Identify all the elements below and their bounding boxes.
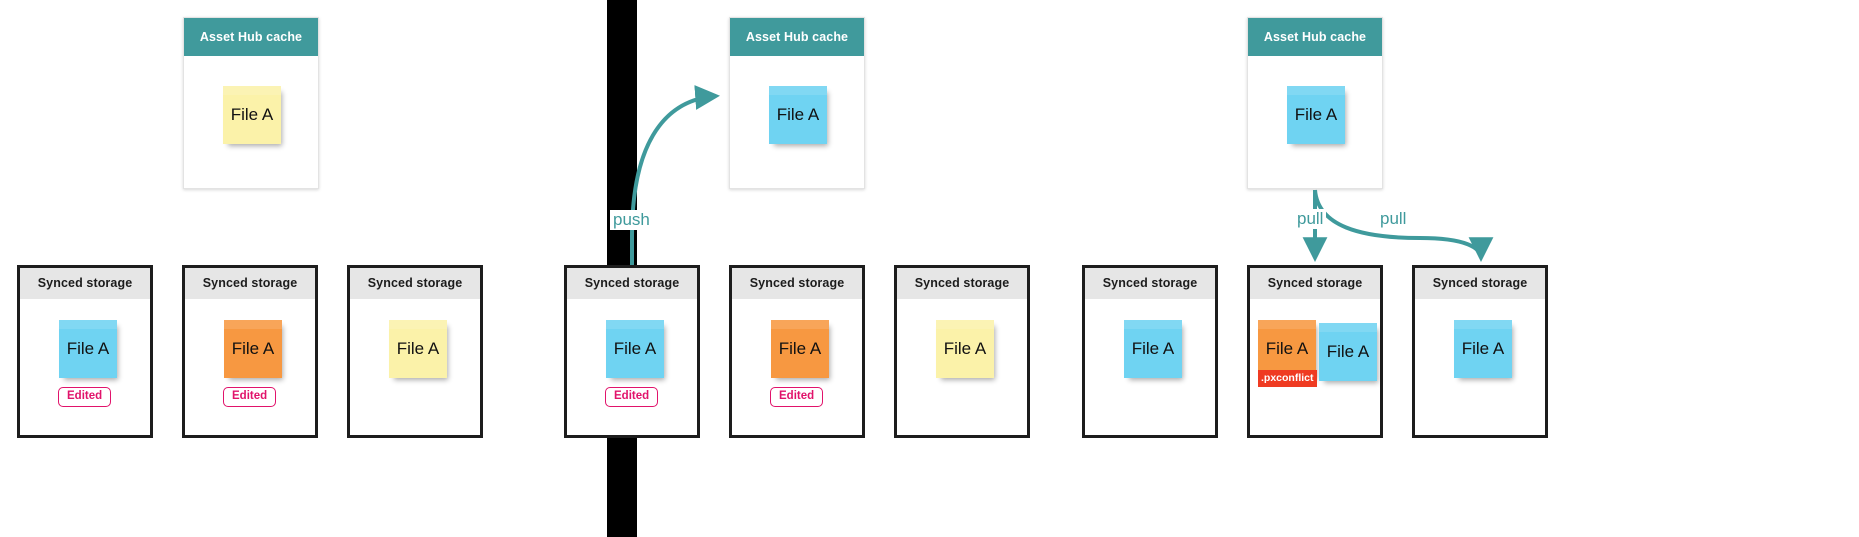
synced-storage-title: Synced storage — [1250, 268, 1380, 299]
synced-storage-card-1a: Synced storage File A Edited — [17, 265, 153, 438]
asset-hub-cache-card-3: Asset Hub cache File A — [1247, 17, 1383, 189]
sticky-note-file-a: File A — [223, 86, 281, 144]
status-badge-edited: Edited — [58, 387, 112, 407]
asset-hub-cache-body-1: File A — [184, 56, 318, 189]
sticky-note-file-a: File A — [936, 320, 994, 378]
asset-hub-cache-title-2: Asset Hub cache — [730, 18, 864, 56]
synced-storage-card-3a: Synced storage File A — [1082, 265, 1218, 438]
sticky-note-file-a: File A — [59, 320, 117, 378]
synced-storage-card-3c: Synced storage File A — [1412, 265, 1548, 438]
synced-storage-title: Synced storage — [732, 268, 862, 299]
synced-storage-body: File A .pxconflict File A — [1250, 299, 1380, 436]
synced-storage-title: Synced storage — [185, 268, 315, 299]
sticky-note-file-a: File A — [771, 320, 829, 378]
sticky-note-label: File A — [613, 339, 657, 358]
synced-storage-title: Synced storage — [1415, 268, 1545, 299]
pull-arrow-label-2: pull — [1377, 209, 1410, 229]
synced-storage-body: File A — [1085, 299, 1215, 436]
sticky-note-label: File A — [1326, 342, 1370, 361]
asset-hub-cache-title-1: Asset Hub cache — [184, 18, 318, 56]
asset-hub-cache-body-2: File A — [730, 56, 864, 189]
sticky-note-file-a: File A — [389, 320, 447, 378]
push-arrow-label: push — [610, 210, 653, 230]
pull-arrow-label-1: pull — [1294, 209, 1327, 229]
status-badge-edited: Edited — [605, 387, 659, 407]
synced-storage-body: File A — [1415, 299, 1545, 436]
synced-storage-title: Synced storage — [897, 268, 1027, 299]
synced-storage-title: Synced storage — [20, 268, 150, 299]
synced-storage-card-3b: Synced storage File A .pxconflict File A — [1247, 265, 1383, 438]
status-badge-edited: Edited — [770, 387, 824, 407]
sticky-note-file-a: File A — [1287, 86, 1345, 144]
synced-storage-body: File A Edited — [20, 299, 150, 436]
synced-storage-title: Synced storage — [1085, 268, 1215, 299]
sticky-note-label: File A — [776, 105, 820, 124]
synced-storage-card-1b: Synced storage File A Edited — [182, 265, 318, 438]
synced-storage-card-1c: Synced storage File A — [347, 265, 483, 438]
synced-storage-body: File A — [897, 299, 1027, 436]
synced-storage-title: Synced storage — [567, 268, 697, 299]
sticky-note-label: File A — [231, 339, 275, 358]
asset-hub-cache-body-3: File A — [1248, 56, 1382, 189]
push-arrow — [630, 85, 720, 265]
sticky-note-file-a: File A — [1124, 320, 1182, 378]
sticky-note-file-a: File A — [224, 320, 282, 378]
sticky-note-file-a-conflict: File A .pxconflict — [1258, 320, 1317, 387]
synced-storage-body: File A Edited — [567, 299, 697, 436]
sticky-note-label: File A — [778, 339, 822, 358]
sticky-note-file-a: File A — [769, 86, 827, 144]
synced-storage-card-2a: Synced storage File A Edited — [564, 265, 700, 438]
asset-hub-cache-title-3: Asset Hub cache — [1248, 18, 1382, 56]
synced-storage-title: Synced storage — [350, 268, 480, 299]
sticky-note-label: File A — [1294, 105, 1338, 124]
synced-storage-card-2b: Synced storage File A Edited — [729, 265, 865, 438]
sticky-note-file-a: File A — [1319, 323, 1377, 381]
sticky-note-label: File A — [396, 339, 440, 358]
sticky-note-label: File A — [1131, 339, 1175, 358]
sticky-note-label: File A — [1265, 339, 1309, 358]
synced-storage-body: File A Edited — [185, 299, 315, 436]
sticky-note-label: File A — [66, 339, 110, 358]
asset-hub-cache-card-1: Asset Hub cache File A — [183, 17, 319, 189]
sticky-note-label: File A — [943, 339, 987, 358]
sticky-note-file-a: File A — [1454, 320, 1512, 378]
asset-hub-cache-card-2: Asset Hub cache File A — [729, 17, 865, 189]
status-badge-pxconflict: .pxconflict — [1258, 370, 1317, 387]
status-badge-edited: Edited — [223, 387, 277, 407]
sticky-note-label: File A — [230, 105, 274, 124]
sticky-note-file-a: File A — [606, 320, 664, 378]
synced-storage-body: File A — [350, 299, 480, 436]
synced-storage-card-2c: Synced storage File A — [894, 265, 1030, 438]
synced-storage-body: File A Edited — [732, 299, 862, 436]
sticky-note-label: File A — [1461, 339, 1505, 358]
